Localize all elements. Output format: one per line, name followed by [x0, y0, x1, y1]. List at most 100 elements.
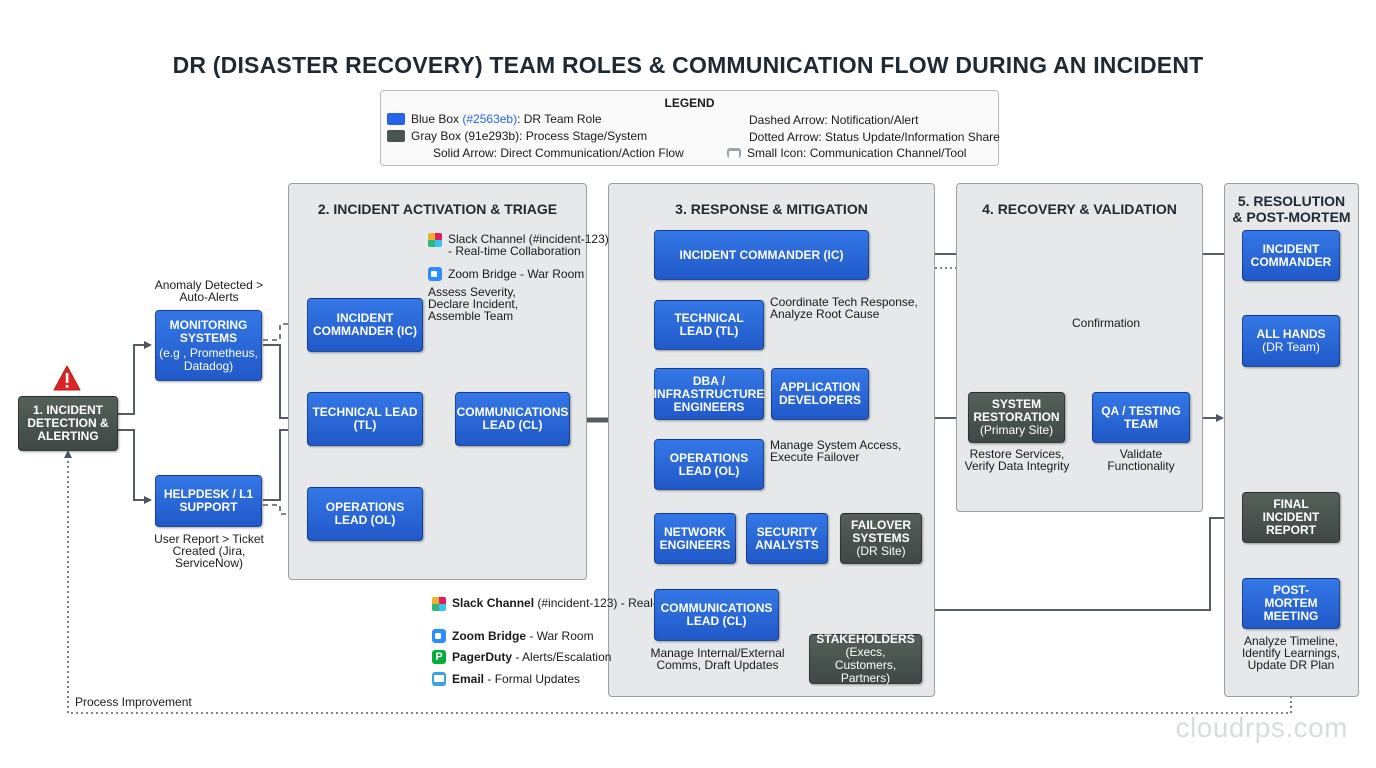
qa-note: Validate Functionality — [1107, 447, 1175, 473]
panel-stage4: 4. RECOVERY & VALIDATION — [956, 183, 1203, 512]
failover-box[interactable]: FAILOVER SYSTEMS (DR Site) — [840, 513, 922, 564]
tool-slack-name: Slack Channel — [452, 596, 535, 610]
stage2-title: 2. INCIDENT ACTIVATION & TRIAGE — [317, 201, 558, 217]
legend-blue-box: Blue Box (#2563eb): DR Team Role — [387, 112, 602, 126]
helpdesk-box[interactable]: HELPDESK / L1 SUPPORT — [155, 475, 262, 527]
envelope-icon — [727, 148, 741, 158]
slack-icon — [432, 597, 446, 611]
tool-email-desc: - Formal Updates — [487, 672, 581, 686]
helpdesk-label: HELPDESK / L1 SUPPORT — [163, 487, 254, 514]
stage2-zoom-label: Zoom Bridge - War Room — [448, 267, 585, 281]
legend-dotted-label: Dotted Arrow: Status Update/Information … — [749, 130, 1000, 144]
post-mortem-note: Analyze Timeline, Identify Learnings, Up… — [1241, 634, 1341, 672]
tool-email-name: Email — [452, 672, 485, 686]
stage2-tl-label: TECHNICAL LEAD (TL) — [312, 405, 418, 432]
system-restoration-box[interactable]: SYSTEM RESTORATION (Primary Site) — [968, 392, 1065, 443]
stage3-cl-box[interactable]: COMMUNICATIONS LEAD (CL) — [654, 589, 779, 641]
failover-title: FAILOVER SYSTEMS — [850, 518, 911, 545]
tool-pd-desc: - Alerts/Escalation — [515, 650, 612, 664]
stage2-tl-box[interactable]: TECHNICAL LEAD (TL) — [307, 392, 423, 446]
final-report-label: FINAL INCIDENT REPORT — [1262, 497, 1320, 537]
stage3-cl-label: COMMUNICATIONS LEAD (CL) — [660, 601, 773, 628]
blue-swatch-icon — [387, 113, 405, 125]
stage2-cl-label: COMMUNICATIONS LEAD (CL) — [456, 405, 569, 432]
stage2-cl-box[interactable]: COMMUNICATIONS LEAD (CL) — [455, 392, 570, 446]
legend-title: LEGEND — [664, 96, 715, 110]
dba-box[interactable]: DBA / INFRASTRUCTURE ENGINEERS — [654, 368, 764, 420]
tool-zoom-desc: - War Room — [529, 629, 594, 643]
stage3-title: 3. RESPONSE & MITIGATION — [675, 201, 868, 217]
gray-swatch-icon — [387, 130, 405, 142]
stakeholders-box[interactable]: STAKEHOLDERS (Execs, Customers, Partners… — [809, 632, 922, 685]
stage5-ic-box[interactable]: INCIDENT COMMANDER — [1242, 230, 1340, 281]
network-label: NETWORK ENGINEERS — [659, 524, 731, 552]
stage2-ic-label: INCIDENT COMMANDER (IC) — [313, 311, 417, 338]
stage5-ic-label: INCIDENT COMMANDER — [1250, 241, 1332, 269]
monitoring-title: MONITORING SYSTEMS — [169, 317, 248, 345]
zoom-icon — [432, 629, 446, 643]
zoom-icon — [428, 267, 442, 281]
tool-zoom-name: Zoom Bridge — [452, 629, 526, 643]
stakeholders-title: STAKEHOLDERS — [816, 632, 915, 646]
restoration-title: SYSTEM RESTORATION — [973, 397, 1060, 424]
legend-gray-label: Gray Box (91e293b): Process Stage/System — [411, 129, 648, 143]
security-label: SECURITY ANALYSTS — [755, 524, 819, 552]
pagerduty-icon: P — [432, 650, 446, 664]
qa-testing-box[interactable]: QA / TESTING TEAM — [1092, 392, 1190, 443]
process-improvement-label: Process Improvement — [75, 695, 192, 709]
legend-dashed-label: Dashed Arrow: Notification/Alert — [749, 113, 919, 127]
warning-triangle-icon — [53, 365, 81, 391]
dotted-process-improvement — [64, 450, 1292, 714]
monitoring-sub: (e.g , Prometheus, Datadog) — [159, 345, 258, 373]
tool-pagerduty: P PagerDuty - Alerts/Escalation — [432, 650, 611, 664]
anomaly-note: Anomaly Detected > Auto-Alerts — [154, 278, 264, 304]
restoration-sub: (Primary Site) — [979, 423, 1054, 437]
legend-blue-label: Blue Box — [411, 112, 460, 126]
final-report-box[interactable]: FINAL INCIDENT REPORT — [1242, 492, 1340, 543]
stage3-ic-label: INCIDENT COMMANDER (IC) — [679, 247, 844, 262]
email-icon — [432, 672, 446, 686]
page-title: DR (DISASTER RECOVERY) TEAM ROLES & COMM… — [172, 52, 1204, 78]
arrow-detect-to-monitoring — [118, 341, 152, 415]
stage3-ol-note: Manage System Access, Execute Failover — [770, 438, 902, 464]
legend-solid-label: Solid Arrow: Direct Communication/Action… — [433, 146, 684, 160]
appdev-label: APPLICATION DEVELOPERS — [778, 380, 862, 407]
legend-gray-box: Gray Box (91e293b): Process Stage/System — [387, 129, 647, 143]
all-hands-title: ALL HANDS — [1256, 327, 1326, 341]
stage3-ol-box[interactable]: OPERATIONS LEAD (OL) — [654, 439, 764, 490]
legend-dashed-arrow: Dashed Arrow: Notification/Alert — [749, 113, 918, 127]
legend-icon-label: Small Icon: Communication Channel/Tool — [747, 146, 967, 160]
incident-detection-label: 1. INCIDENT DETECTION & ALERTING — [27, 403, 109, 443]
restoration-note: Restore Services, Verify Data Integrity — [964, 447, 1070, 473]
stage2-ol-box[interactable]: OPERATIONS LEAD (OL) — [307, 487, 423, 541]
qa-label: QA / TESTING TEAM — [1101, 403, 1181, 431]
stage4-title: 4. RECOVERY & VALIDATION — [982, 201, 1177, 217]
monitoring-systems-box[interactable]: MONITORING SYSTEMS (e.g , Prometheus, Da… — [155, 310, 262, 381]
stakeholders-sub: (Execs, Customers, Partners) — [834, 645, 897, 685]
stage2-slack-label: Slack Channel (#incident-123) - Real-tim… — [448, 232, 609, 258]
stage3-tl-note: Coordinate Tech Response, Analyze Root C… — [770, 295, 918, 321]
all-hands-box[interactable]: ALL HANDS (DR Team) — [1242, 315, 1340, 367]
security-box[interactable]: SECURITY ANALYSTS — [746, 513, 828, 564]
tool-email: Email - Formal Updates — [432, 672, 580, 686]
appdev-box[interactable]: APPLICATION DEVELOPERS — [771, 368, 869, 420]
assess-note: Assess Severity, Declare Incident, Assem… — [428, 285, 519, 323]
stage3-ol-label: OPERATIONS LEAD (OL) — [669, 450, 749, 478]
stage5-title: 5. RESOLUTION & POST-MORTEM — [1232, 193, 1351, 225]
stage3-cl-note: Manage Internal/External Comms, Draft Up… — [650, 646, 785, 672]
dba-label: DBA / INFRASTRUCTURE ENGINEERS — [653, 373, 765, 414]
post-mortem-label: POST-MORTEM MEETING — [1263, 583, 1319, 623]
stage3-ic-box[interactable]: INCIDENT COMMANDER (IC) — [654, 230, 869, 280]
post-mortem-box[interactable]: POST-MORTEM MEETING — [1242, 578, 1340, 629]
stage2-ol-label: OPERATIONS LEAD (OL) — [325, 500, 405, 527]
failover-sub: (DR Site) — [856, 544, 906, 558]
legend-small-icon: Small Icon: Communication Channel/Tool — [727, 146, 966, 160]
confirmation-note: Confirmation — [1072, 316, 1141, 330]
network-box[interactable]: NETWORK ENGINEERS — [654, 513, 736, 564]
stage2-ic-box[interactable]: INCIDENT COMMANDER (IC) — [307, 298, 423, 352]
arrow-cl3-to-final — [780, 514, 1239, 611]
stage3-tl-box[interactable]: TECHNICAL LEAD (TL) — [654, 300, 764, 350]
incident-detection-box[interactable]: 1. INCIDENT DETECTION & ALERTING — [18, 396, 118, 451]
legend-dotted-arrow: Dotted Arrow: Status Update/Information … — [749, 130, 1000, 144]
legend-blue-hex: (#2563eb) — [462, 112, 518, 126]
